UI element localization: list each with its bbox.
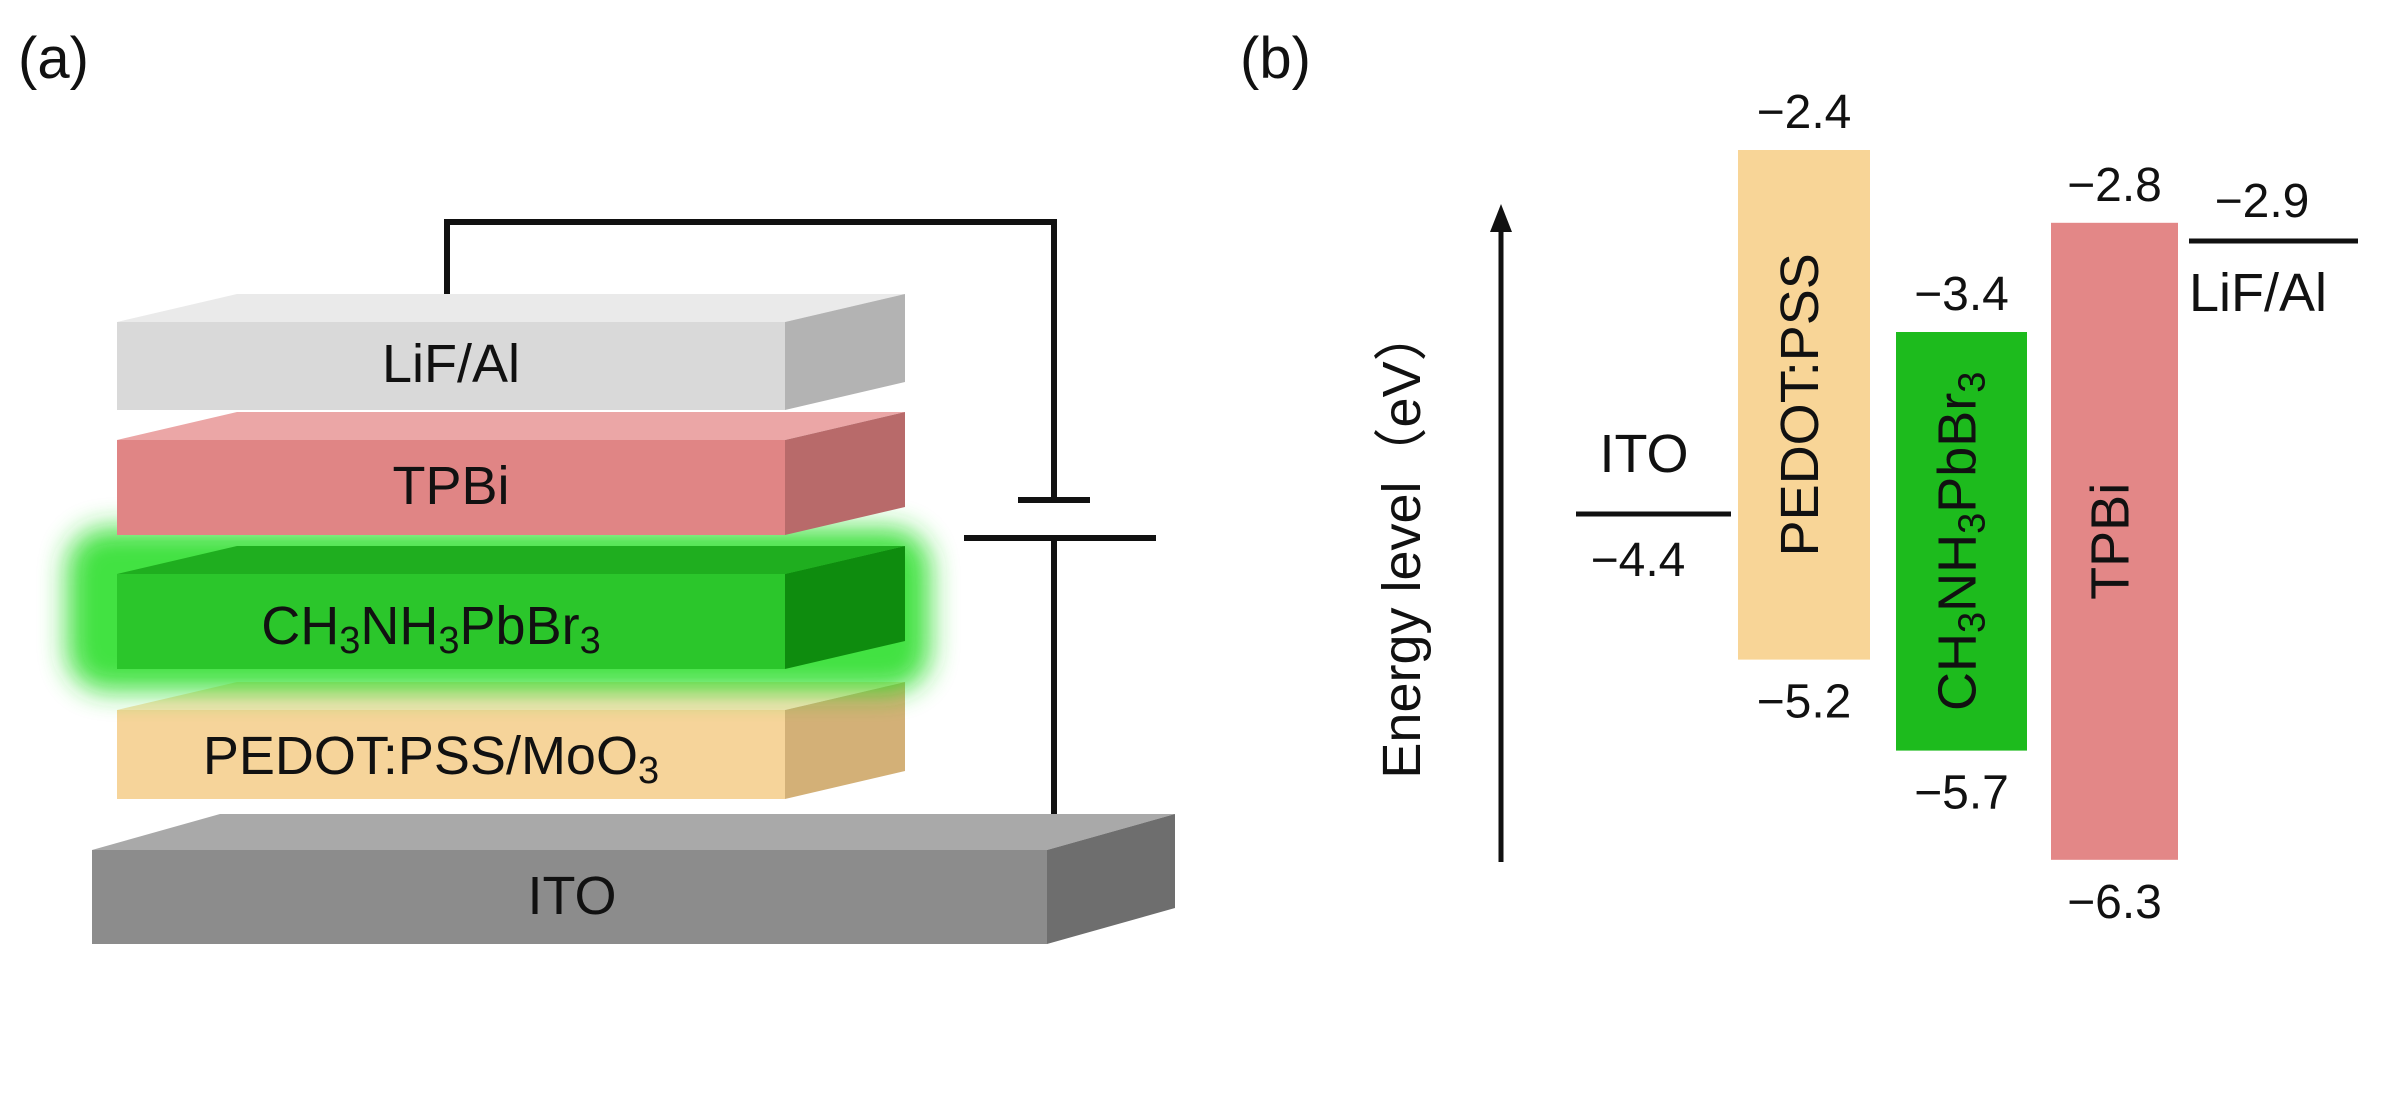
electrode-value: −4.4 bbox=[1591, 534, 1686, 587]
slab-top bbox=[117, 294, 905, 322]
slab-side bbox=[785, 294, 905, 410]
text-part: NH bbox=[360, 596, 438, 656]
layer-label: TPBi bbox=[392, 456, 509, 516]
text-part: CH bbox=[261, 596, 339, 656]
panel-b: (b) Energy level（eV） ITO −4.4 −2.4 −5.2 PEDO… bbox=[1240, 26, 2358, 929]
band-bottom-value: −5.7 bbox=[1914, 767, 2009, 820]
band-bottom-value: −5.2 bbox=[1757, 676, 1852, 729]
text-part: TPBi bbox=[392, 456, 509, 516]
slab-front bbox=[117, 322, 785, 410]
material-pedot-pss: −2.4 −5.2 PEDOT:PSS bbox=[1738, 86, 1870, 729]
text-part: LiF/Al bbox=[382, 334, 520, 394]
slab-front bbox=[92, 850, 1047, 944]
panel-b-label: (b) bbox=[1240, 26, 1311, 91]
text-part: PbBr bbox=[460, 596, 580, 656]
subscript: 3 bbox=[438, 620, 459, 662]
layer-ch3nh3pbbr3: CH3NH3PbBr3 bbox=[67, 528, 930, 691]
subscript: 3 bbox=[1952, 513, 1994, 534]
slab-side bbox=[785, 682, 905, 799]
layer-pedot-pss-moo3: PEDOT:PSS/MoO3 bbox=[117, 682, 905, 799]
slab-side bbox=[785, 546, 905, 669]
text-part: PEDOT:PSS bbox=[1770, 253, 1830, 556]
layer-label: LiF/Al bbox=[382, 334, 520, 394]
material-lif-al: LiF/Al −2.9 bbox=[2189, 175, 2358, 323]
text-part: ITO bbox=[527, 866, 616, 926]
circuit-wire-top bbox=[444, 219, 1057, 497]
layer-label: PEDOT:PSS/MoO3 bbox=[203, 726, 659, 792]
energy-band bbox=[1738, 150, 1870, 660]
subscript: 3 bbox=[1952, 612, 1994, 633]
slab-top bbox=[117, 412, 905, 440]
energy-band bbox=[2051, 222, 2178, 860]
layer-tpbi: TPBi bbox=[117, 412, 905, 535]
subscript: 3 bbox=[580, 620, 601, 662]
layer-lif-al: LiF/Al bbox=[117, 294, 905, 410]
subscript: 3 bbox=[1952, 372, 1994, 393]
energy-axis: Energy level（eV） bbox=[1372, 204, 1512, 862]
slab-front bbox=[117, 574, 785, 669]
layer-ito: ITO bbox=[92, 814, 1175, 944]
electrode-label: LiF/Al bbox=[2189, 263, 2327, 323]
energy-axis-label: Energy level（eV） bbox=[1372, 307, 1432, 778]
electrode-value: −2.9 bbox=[2215, 175, 2310, 228]
text-part: NH bbox=[1928, 534, 1988, 612]
energy-bands: ITO−4.4−2.4−5.2PEDOT:PSS−3.4−5.7CH3NH3Pb… bbox=[1576, 86, 2358, 929]
band-label: TPBi bbox=[2081, 483, 2141, 600]
band-label: PEDOT:PSS bbox=[1770, 253, 1830, 556]
slab-side bbox=[1047, 814, 1175, 944]
energy-axis-arrowhead bbox=[1490, 204, 1512, 232]
layer-label: ITO bbox=[527, 866, 616, 926]
energy-band bbox=[1896, 332, 2027, 751]
text-part: PEDOT:PSS/MoO bbox=[203, 726, 638, 786]
subscript: 3 bbox=[339, 620, 360, 662]
band-top-value: −2.4 bbox=[1757, 86, 1852, 139]
band-label: CH3NH3PbBr3 bbox=[1928, 372, 1994, 711]
layer-label: CH3NH3PbBr3 bbox=[261, 596, 600, 662]
band-top-value: −2.8 bbox=[2067, 159, 2162, 212]
text-part: PbBr bbox=[1928, 393, 1988, 513]
panel-a-label: (a) bbox=[18, 26, 89, 91]
electrode-label: ITO bbox=[1599, 424, 1688, 484]
text-part: TPBi bbox=[2081, 483, 2141, 600]
slab-top bbox=[117, 546, 905, 574]
band-top-value: −3.4 bbox=[1914, 268, 2009, 321]
circuit bbox=[444, 219, 1156, 822]
panel-a: (a) ITOPEDOT:PSS/MoO3CH3NH3PbBr3TPBiLiF/… bbox=[18, 26, 1175, 944]
slab-front bbox=[117, 440, 785, 535]
slab-top bbox=[92, 814, 1175, 850]
slab-side bbox=[785, 412, 905, 535]
band-bottom-value: −6.3 bbox=[2067, 876, 2162, 929]
material-tpbi: −2.8 −6.3 TPBi bbox=[2051, 159, 2178, 929]
text-part: CH bbox=[1928, 633, 1988, 711]
subscript: 3 bbox=[638, 750, 659, 792]
slab-front bbox=[117, 710, 785, 799]
material-ito: ITO −4.4 bbox=[1576, 424, 1731, 587]
